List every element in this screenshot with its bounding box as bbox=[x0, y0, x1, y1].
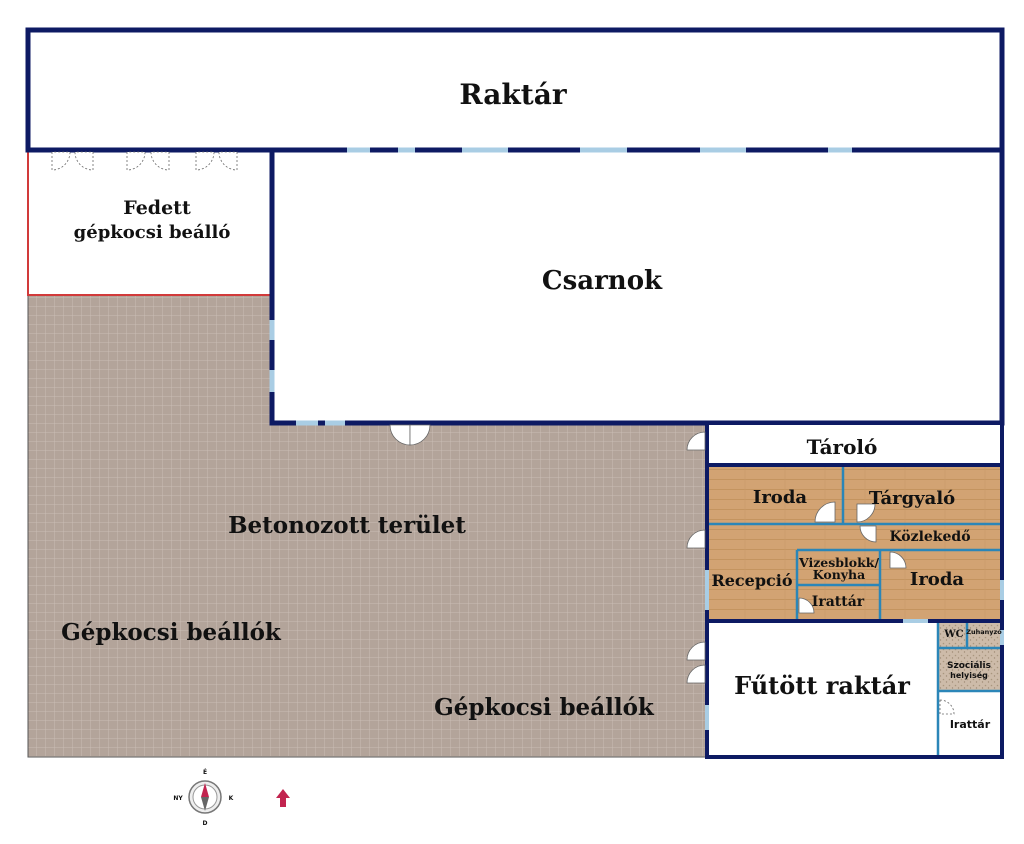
heated-storage-label: Fűtött raktár bbox=[734, 671, 910, 700]
parking-left-label: Gépkocsi beállók bbox=[61, 619, 282, 646]
reception-label: Recepció bbox=[711, 571, 792, 590]
archive-mid-label: Irattár bbox=[812, 594, 865, 610]
compass-south: D bbox=[203, 820, 208, 827]
concrete-area-label: Betonozott terület bbox=[228, 512, 466, 539]
covered-carport-label-line1: Fedett bbox=[123, 197, 191, 219]
office-right-label: Iroda bbox=[910, 569, 964, 590]
office-windows bbox=[705, 570, 1004, 730]
archive-right-label: Irattár bbox=[950, 718, 991, 731]
interior-partitions bbox=[707, 467, 1002, 755]
wc-label: WC bbox=[943, 629, 963, 640]
compass-east: K bbox=[229, 795, 234, 802]
shower-label: Zuhanyzó bbox=[966, 628, 1002, 636]
warehouse-label: Raktár bbox=[459, 78, 568, 111]
meeting-room-label: Tárgyaló bbox=[869, 488, 955, 509]
heated-storage-room bbox=[707, 621, 938, 757]
kitchen-label-line2: Konyha bbox=[813, 567, 865, 582]
hall-room bbox=[269, 147, 1005, 426]
social-room-label-line2: helyiség bbox=[950, 670, 988, 680]
warehouse-room bbox=[25, 27, 1005, 153]
social-room-label-line1: Szociális bbox=[947, 661, 991, 671]
compass-north: É bbox=[203, 768, 207, 776]
kitchen-label-line1: Vizesblokk/ bbox=[798, 555, 879, 570]
compass-west: NY bbox=[173, 795, 183, 802]
up-arrow-icon bbox=[276, 789, 290, 807]
office-block bbox=[707, 465, 1002, 691]
storage-label: Tároló bbox=[807, 435, 878, 459]
office-top-label: Iroda bbox=[753, 487, 807, 508]
hall-label: Csarnok bbox=[542, 266, 663, 296]
corridor-label: Közlekedő bbox=[889, 529, 970, 545]
parking-right-label: Gépkocsi beállók bbox=[434, 694, 655, 721]
concrete-area bbox=[27, 295, 707, 758]
covered-carport-label-line2: gépkocsi beálló bbox=[74, 222, 231, 243]
doors bbox=[51, 151, 955, 715]
archive-room bbox=[938, 691, 1002, 757]
compass-icon: É D NY K bbox=[173, 768, 233, 827]
hall-windows bbox=[269, 147, 852, 426]
